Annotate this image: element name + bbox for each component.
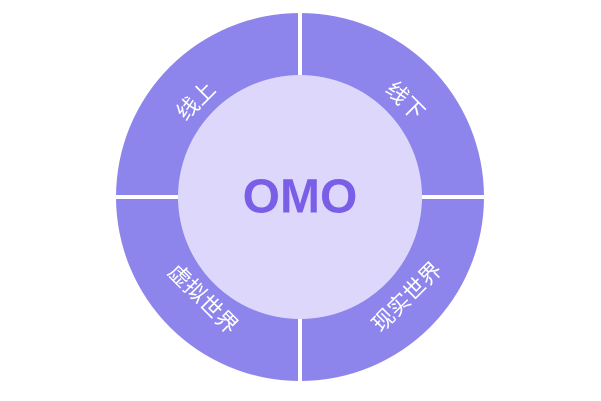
center-label: OMO [243,171,358,224]
inner-circle [178,75,422,319]
